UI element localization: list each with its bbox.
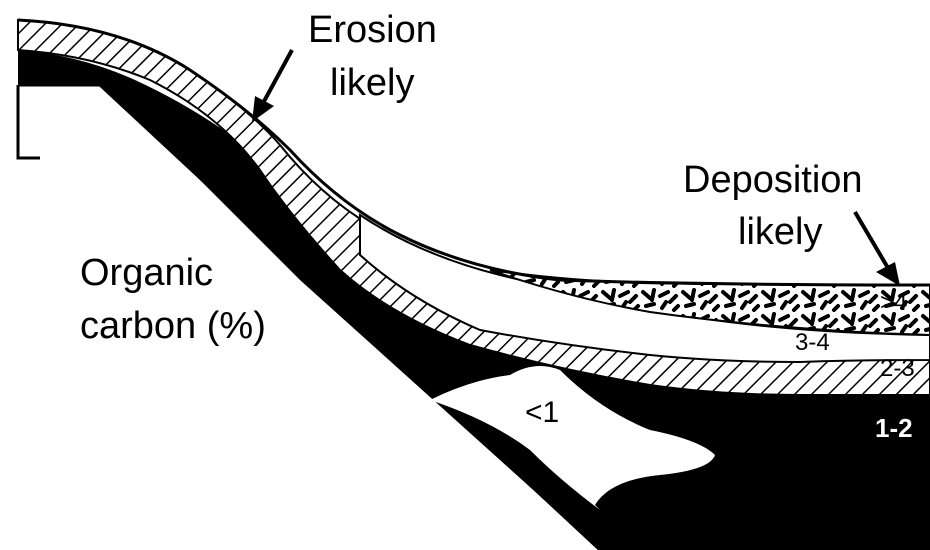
organic-carbon-label-line1: Organic	[80, 252, 213, 294]
deposition-arrow	[855, 212, 900, 286]
deposition-label-line2: likely	[738, 211, 822, 253]
organic-carbon-label-line2: carbon (%)	[80, 305, 266, 347]
class-label-3-4: 3-4	[795, 329, 830, 356]
class-label-2-3: 2-3	[880, 355, 915, 382]
deposition-label-line1: Deposition	[683, 159, 863, 201]
erosion-label-line2: likely	[330, 62, 414, 104]
class-label-gt4: >4	[880, 289, 907, 316]
class-label-lt1: <1	[525, 396, 559, 429]
profile-bracket	[18, 85, 40, 158]
class-label-1-2: 1-2	[875, 413, 913, 443]
erosion-arrow	[252, 50, 292, 122]
erosion-label-line1: Erosion	[308, 9, 437, 51]
